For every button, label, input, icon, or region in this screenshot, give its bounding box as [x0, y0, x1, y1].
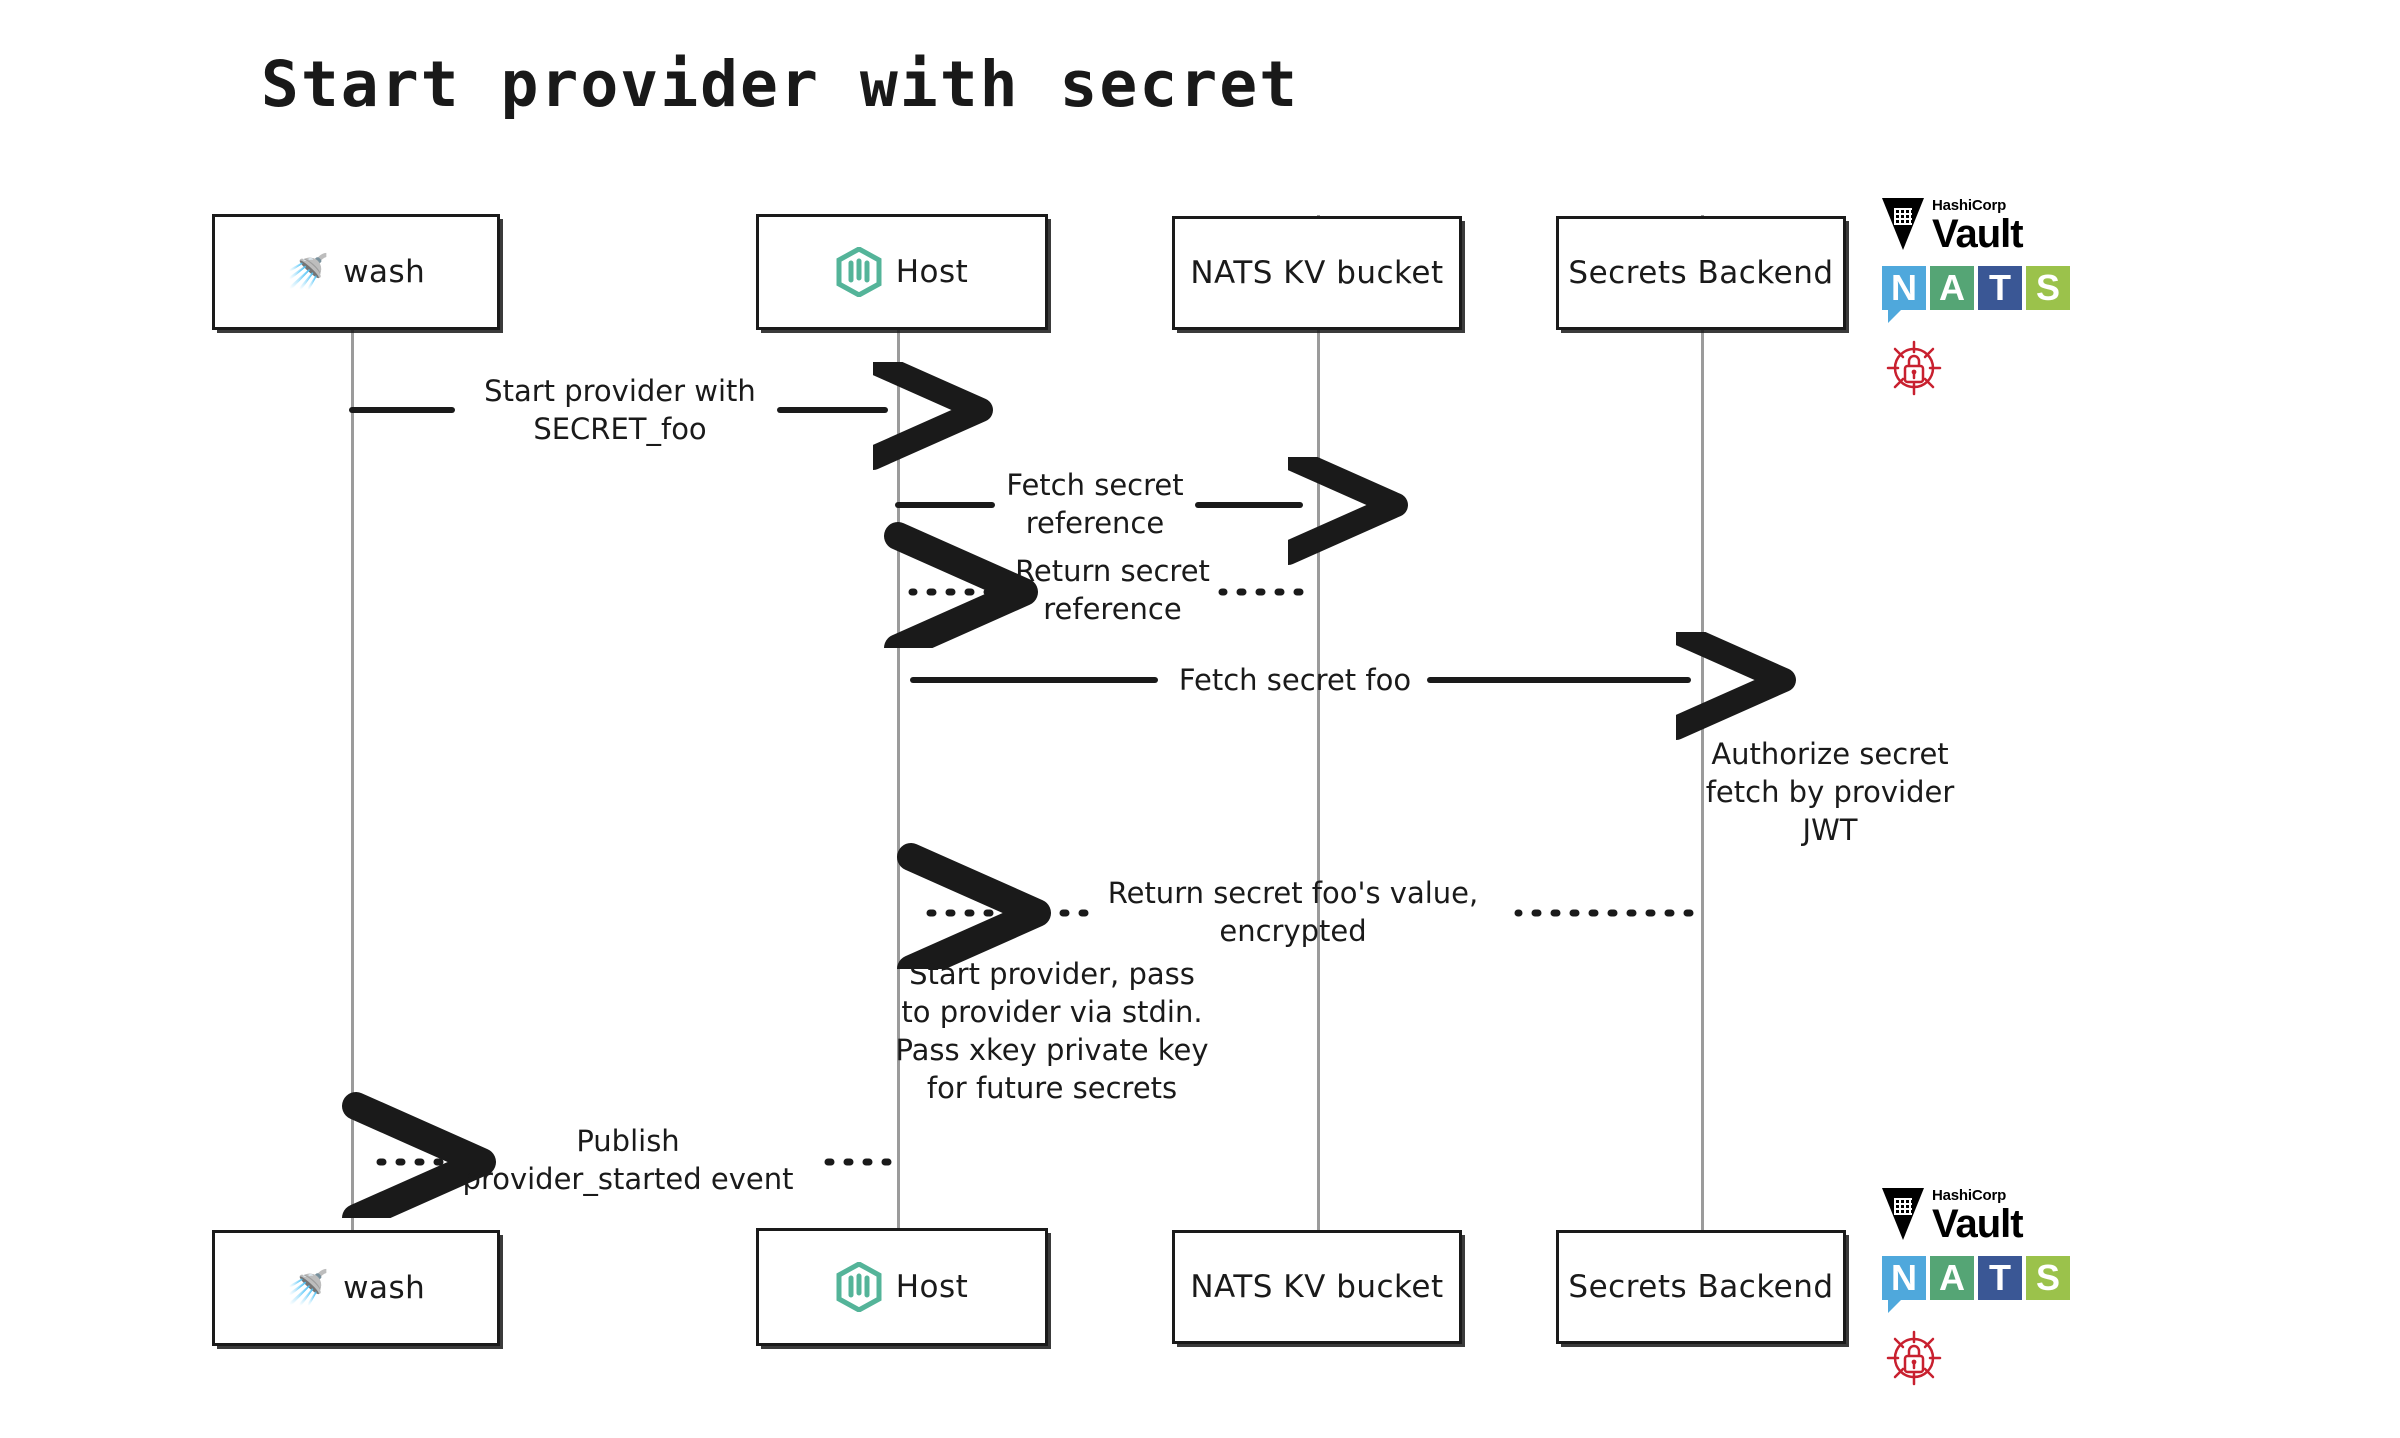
- nats-letter-n: N: [1882, 266, 1926, 323]
- participant-label-wash-bottom: wash: [343, 1270, 426, 1306]
- nats-letter-t: T: [1978, 266, 2022, 310]
- vault-vendor-label: HashiCorp: [1932, 197, 2007, 214]
- participant-label-backend: Secrets Backend: [1568, 255, 1834, 291]
- participant-label-host-bottom: Host: [895, 1269, 969, 1305]
- participant-label-natskv-bottom: NATS KV bucket: [1190, 1269, 1444, 1305]
- participant-box-host-top[interactable]: Host: [756, 214, 1048, 330]
- participant-label-wash: wash: [343, 254, 426, 290]
- participant-box-wash-bottom[interactable]: 🚿 wash: [212, 1230, 500, 1346]
- lifeline-host: [897, 215, 900, 1230]
- nats-logo-bottom: N A T S: [1882, 1256, 2070, 1313]
- note-authorize-secret-fetch: Authorize secret fetch by provider JWT: [1705, 737, 1955, 847]
- participant-box-backend-top[interactable]: Secrets Backend: [1556, 216, 1846, 330]
- shower-emoji-icon-bottom: 🚿: [286, 1268, 330, 1308]
- message-label-return-secret-value: Return secret foo's value, encrypted: [1107, 876, 1479, 948]
- page-title: Start provider with secret: [260, 48, 1300, 121]
- participant-box-host-bottom[interactable]: Host: [756, 1228, 1048, 1346]
- vault-name-label: Vault: [1932, 212, 2024, 256]
- participant-box-natskv-bottom[interactable]: NATS KV bucket: [1172, 1230, 1462, 1344]
- participant-label-natskv: NATS KV bucket: [1190, 255, 1444, 291]
- secret-lock-icon-top: [1886, 340, 1942, 396]
- lifeline-backend: [1701, 215, 1704, 1230]
- participant-box-backend-bottom[interactable]: Secrets Backend: [1556, 1230, 1846, 1344]
- wasmcloud-hex-icon: [836, 247, 882, 297]
- vault-vendor-label-bottom: HashiCorp: [1932, 1187, 2007, 1204]
- vault-triangle-icon: [1882, 198, 1924, 250]
- nats-letter-s-bottom: S: [2026, 1256, 2070, 1300]
- lifeline-wash: [351, 215, 354, 1230]
- lifeline-natskv: [1317, 215, 1320, 1230]
- nats-letter-s: S: [2026, 266, 2070, 310]
- message-label-start-provider: Start provider with SECRET_foo: [484, 374, 756, 446]
- participant-box-natskv-top[interactable]: NATS KV bucket: [1172, 216, 1462, 330]
- vault-triangle-icon-bottom: [1882, 1188, 1924, 1240]
- message-label-publish-provider-started: Publish provider_started event: [462, 1124, 794, 1196]
- vault-name-label-bottom: Vault: [1932, 1202, 2024, 1246]
- wasmcloud-hex-icon-bottom: [836, 1262, 882, 1312]
- nats-letter-t-bottom: T: [1978, 1256, 2022, 1300]
- shower-emoji-icon: 🚿: [286, 252, 330, 292]
- nats-logo-top: N A T S: [1882, 266, 2070, 323]
- message-label-return-secret-reference: Return secret reference: [1015, 554, 1210, 626]
- nats-letter-n-bottom: N: [1882, 1256, 1926, 1313]
- participant-label-backend-bottom: Secrets Backend: [1568, 1269, 1834, 1305]
- participant-label-host: Host: [895, 254, 969, 290]
- note-start-provider-stdin: Start provider, pass to provider via std…: [895, 957, 1209, 1105]
- nats-letter-a-bottom: A: [1930, 1256, 1974, 1300]
- vault-logo-top: HashiCorp Vault: [1882, 197, 2024, 256]
- secret-lock-icon-bottom: [1886, 1330, 1942, 1386]
- nats-letter-a: A: [1930, 266, 1974, 310]
- message-label-fetch-secret-reference: Fetch secret reference: [1006, 468, 1184, 540]
- vault-logo-bottom: HashiCorp Vault: [1882, 1187, 2024, 1246]
- participant-box-wash-top[interactable]: 🚿 wash: [212, 214, 500, 330]
- message-label-fetch-secret-foo: Fetch secret foo: [1178, 663, 1412, 697]
